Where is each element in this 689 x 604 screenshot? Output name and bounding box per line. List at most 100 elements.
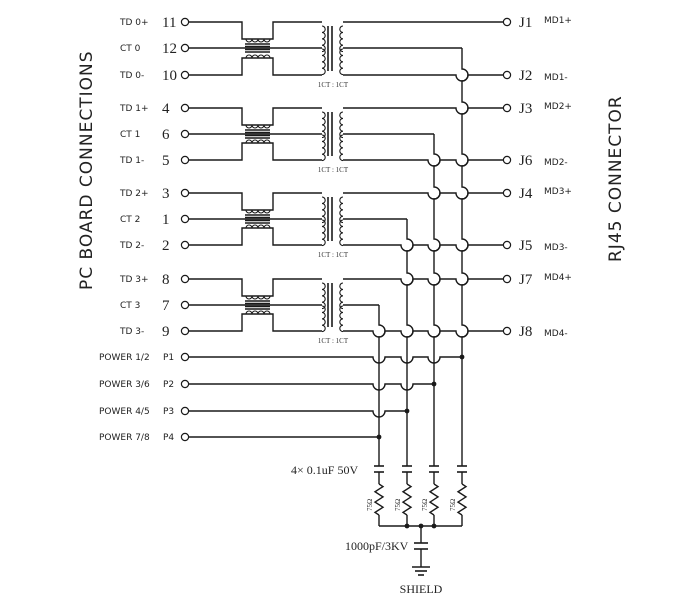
- secondary-winding: [339, 219, 344, 247]
- rj45-pin-label: J7: [519, 272, 533, 288]
- pc-pin-terminal: [180, 43, 190, 53]
- secondary-top-lead: [343, 107, 504, 115]
- rj45-terminal: [502, 274, 512, 284]
- pin-name-label: TD 1-: [119, 156, 144, 166]
- choke-top-lead: [188, 278, 322, 297]
- pin-number-label: 6: [162, 127, 170, 143]
- pin-number-label: 12: [162, 41, 177, 57]
- choke-top-lead: [188, 21, 322, 40]
- rj45-connector-title: RJ45 CONNECTOR: [606, 95, 626, 262]
- junction-dot: [431, 523, 437, 529]
- rj45-signal-label: MD2+: [544, 102, 572, 112]
- secondary-winding: [339, 305, 344, 333]
- rj45-signal-label: MD2-: [544, 158, 568, 168]
- pin-name-label: CT 0: [120, 44, 141, 54]
- rj45-terminal: [502, 70, 512, 80]
- turns-ratio-label: 1CT : 1CT: [318, 81, 349, 89]
- pc-pin-terminal: [180, 300, 190, 310]
- rj45-pin-label: J8: [519, 324, 532, 340]
- turns-ratio-label: 1CT : 1CT: [318, 337, 349, 345]
- pc-pin-terminal: [180, 326, 190, 336]
- choke-winding: [245, 54, 271, 59]
- rj45-signal-label: MD3-: [544, 243, 568, 253]
- junction-dot: [404, 523, 410, 529]
- choke-winding: [245, 224, 271, 229]
- rj45-signal-label: MD4-: [544, 329, 568, 339]
- choke-winding: [245, 38, 271, 43]
- resistor-75-ohm: [428, 483, 440, 516]
- primary-winding: [321, 219, 326, 247]
- power-terminal: [180, 406, 190, 416]
- pc-pin-terminal: [180, 155, 190, 165]
- pc-pin-terminal: [180, 240, 190, 250]
- pc-pin-terminal: [180, 214, 190, 224]
- rj45-signal-label: MD1-: [544, 73, 568, 83]
- primary-winding: [321, 111, 326, 139]
- ct-bus-vertical: [406, 219, 414, 466]
- secondary-winding: [339, 48, 344, 76]
- rj45-pin-label: J3: [519, 101, 532, 117]
- secondary-top-lead: [343, 192, 504, 200]
- resistor-value-label: 75Ω: [394, 499, 402, 511]
- power-terminal: [180, 352, 190, 362]
- rj45-pin-label: J6: [519, 153, 533, 169]
- rj45-terminal: [502, 240, 512, 250]
- rj45-terminal: [502, 103, 512, 113]
- turns-ratio-label: 1CT : 1CT: [318, 251, 349, 259]
- pc-board-title: PC BOARD CONNECTIONS: [77, 51, 97, 291]
- hv-capacitor-label: 1000pF/3KV: [345, 539, 409, 553]
- pin-name-label: CT 3: [120, 301, 140, 311]
- rj45-signal-label: MD1+: [544, 16, 572, 26]
- power-pin-label: P2: [163, 380, 174, 390]
- secondary-bottom-lead: [343, 330, 504, 338]
- pin-number-label: 3: [162, 186, 170, 202]
- choke-top-lead: [188, 107, 322, 126]
- pin-name-label: CT 2: [120, 215, 140, 225]
- pin-number-label: 10: [162, 68, 177, 84]
- secondary-bottom-lead: [343, 159, 504, 167]
- rj45-terminal: [502, 155, 512, 165]
- turns-ratio-label: 1CT : 1CT: [318, 166, 349, 174]
- choke-bottom-lead: [188, 57, 322, 76]
- pin-number-label: 11: [162, 15, 176, 31]
- pc-pin-terminal: [180, 188, 190, 198]
- pc-pin-terminal: [180, 129, 190, 139]
- secondary-winding: [339, 25, 344, 53]
- rj45-pin-label: J5: [519, 238, 532, 254]
- choke-winding: [245, 139, 271, 144]
- choke-winding: [245, 310, 271, 315]
- primary-winding: [321, 196, 326, 224]
- pin-number-label: 1: [162, 212, 170, 228]
- pin-name-label: TD 3+: [119, 275, 149, 285]
- secondary-winding: [339, 282, 344, 310]
- pin-name-label: TD 2+: [119, 189, 149, 199]
- junction-dot: [459, 354, 465, 360]
- ct-bus-vertical: [378, 305, 386, 466]
- primary-winding: [321, 305, 326, 333]
- choke-bottom-lead: [188, 142, 322, 161]
- pc-pin-terminal: [180, 274, 190, 284]
- secondary-bottom-lead: [343, 74, 504, 82]
- rj45-signal-label: MD4+: [544, 273, 572, 283]
- power-lead: [188, 383, 434, 391]
- power-lead: [188, 410, 407, 418]
- secondary-winding: [339, 134, 344, 162]
- pin-number-label: 8: [162, 272, 170, 288]
- power-name-label: POWER 7/8: [99, 433, 150, 443]
- pin-number-label: 2: [162, 238, 170, 254]
- resistor-value-label: 75Ω: [449, 499, 457, 511]
- secondary-top-lead: [343, 278, 504, 286]
- rj45-pin-label: J4: [519, 186, 533, 202]
- resistor-75-ohm: [456, 483, 468, 516]
- junction-dot: [376, 434, 382, 440]
- resistor-75-ohm: [401, 483, 413, 516]
- wiring: [180, 17, 512, 576]
- resistor-value-label: 75Ω: [366, 499, 374, 511]
- rj45-terminal: [502, 188, 512, 198]
- ct-bus-vertical: [461, 48, 469, 466]
- choke-winding: [245, 124, 271, 129]
- pin-number-label: 5: [162, 153, 170, 169]
- pin-name-label: TD 2-: [119, 241, 144, 251]
- choke-winding: [245, 295, 271, 300]
- junction-dot: [404, 408, 410, 414]
